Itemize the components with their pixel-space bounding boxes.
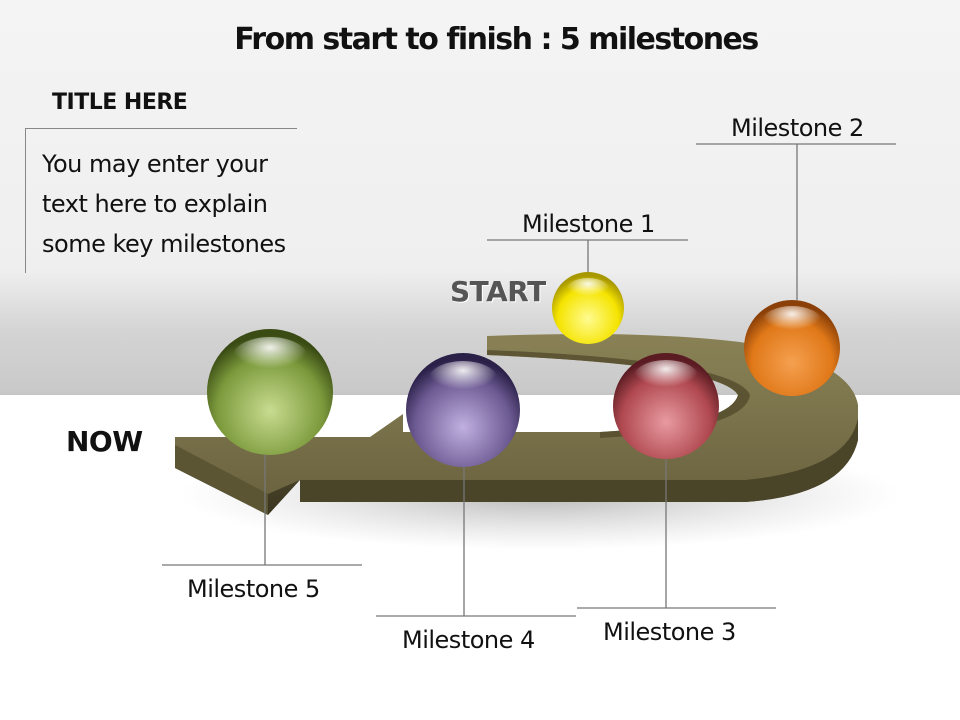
milestone-4-label: Milestone 4 xyxy=(402,626,535,654)
milestone-1-label: Milestone 1 xyxy=(522,210,655,238)
sidebar-body: You may enter your text here to explain … xyxy=(42,144,342,264)
sphere-milestone-5 xyxy=(207,329,333,455)
sidebar-line: You may enter your xyxy=(42,150,268,178)
milestone-5-label: Milestone 5 xyxy=(187,575,320,603)
milestone-3-label: Milestone 3 xyxy=(603,618,736,646)
start-marker: START xyxy=(450,275,546,308)
sphere-milestone-3 xyxy=(613,353,719,459)
leader-lines xyxy=(162,143,896,617)
arrow-side-front xyxy=(300,418,858,502)
sphere-milestone-4 xyxy=(406,353,520,467)
slide-title: From start to finish : 5 milestones xyxy=(234,22,759,57)
sphere-milestone-2 xyxy=(744,300,840,396)
sidebar-divider xyxy=(25,128,297,129)
sphere-milestone-1 xyxy=(552,272,624,344)
now-marker: NOW xyxy=(66,425,143,458)
sidebar-line: some key milestones xyxy=(42,230,286,258)
arrow-head-side xyxy=(175,445,268,515)
sidebar-title: TITLE HERE xyxy=(52,90,188,115)
milestone-2-label: Milestone 2 xyxy=(731,114,864,142)
sidebar-vertical-rule xyxy=(25,128,26,273)
sidebar-line: text here to explain xyxy=(42,190,268,218)
